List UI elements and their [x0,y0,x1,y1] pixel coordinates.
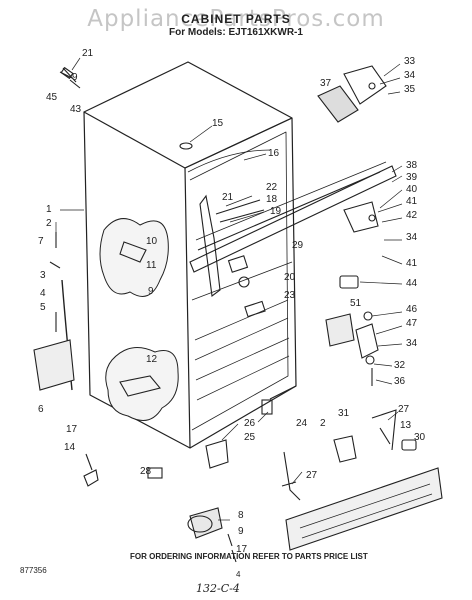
callout-c10: 10 [146,236,158,247]
ordering-note: FOR ORDERING INFORMATION REFER TO PARTS … [130,552,368,561]
callout-c8: 8 [238,510,244,521]
callout-c34a: 34 [404,70,416,81]
callout-c37: 37 [320,78,332,89]
callout-c46: 46 [406,304,418,315]
callout-c16: 16 [268,148,280,159]
callout-c43: 43 [70,104,82,115]
handwritten-code: 132-C-4 [196,582,240,595]
callout-c24: 24 [296,418,308,429]
callout-c2b: 2 [320,418,326,429]
callout-c22: 22 [266,182,278,193]
callout-c4: 4 [40,288,46,299]
callout-c2a: 2 [46,218,52,229]
callout-c17b: 17 [236,544,248,555]
callout-c13: 13 [400,420,412,431]
diagram-title: CABINET PARTS [181,12,291,26]
callout-c18: 18 [266,194,278,205]
callout-c21b: 21 [222,192,234,203]
callout-c17a: 17 [66,424,78,435]
callout-c11: 11 [146,260,157,271]
callout-c29: 29 [292,240,304,251]
callout-labels: 2194543151621221819127345610119122920233… [38,48,426,555]
callout-c27b: 27 [398,404,410,415]
callout-c41a: 41 [406,196,418,207]
callout-c1: 1 [46,204,52,215]
callout-c41b: 41 [406,258,418,269]
callout-c23: 23 [284,290,296,301]
watermark: AppliancePartsPros.com [87,6,385,32]
callout-c32: 32 [394,360,406,371]
callout-c21a: 21 [82,48,94,59]
callout-c27a: 27 [306,470,318,481]
callout-c34b: 34 [406,232,418,243]
callout-c14: 14 [64,442,76,453]
callout-c25: 25 [244,432,256,443]
document-number: 877356 [20,566,47,575]
callout-c9c: 9 [238,526,244,537]
callout-c5: 5 [40,302,46,313]
callout-c42: 42 [406,210,418,221]
callout-c39: 39 [406,172,418,183]
callout-c45: 45 [46,92,58,103]
callout-c20: 20 [284,272,296,283]
callout-c35: 35 [404,84,416,95]
callout-c9a: 9 [72,72,78,83]
callout-c44: 44 [406,278,418,289]
callout-c26: 26 [244,418,256,429]
callout-c36: 36 [394,376,406,387]
callout-c31: 31 [338,408,350,419]
diagram-subtitle: For Models: EJT161XKWR-1 [169,27,303,38]
callout-c19: 19 [270,206,282,217]
cabinet-top [83,61,293,169]
page-number: 4 [236,570,241,579]
callout-c28: 28 [140,466,152,477]
callout-c6: 6 [38,404,44,415]
callout-c15: 15 [212,118,224,129]
callout-c51: 51 [350,298,362,309]
callout-c34c: 34 [406,338,418,349]
callout-c12: 12 [146,354,158,365]
cabinet-back-edge [269,117,297,400]
callout-c33: 33 [404,56,416,67]
insulation-cutout-lower [105,347,179,421]
callout-c7: 7 [38,236,44,247]
toe-grille [285,467,443,551]
callout-c30: 30 [414,432,426,443]
callout-c9b: 9 [148,286,154,297]
callout-c3: 3 [40,270,46,281]
callout-c47: 47 [406,318,418,329]
callout-c40: 40 [406,184,418,195]
callout-c38: 38 [406,160,418,171]
insulation-cutout-upper [99,218,169,297]
